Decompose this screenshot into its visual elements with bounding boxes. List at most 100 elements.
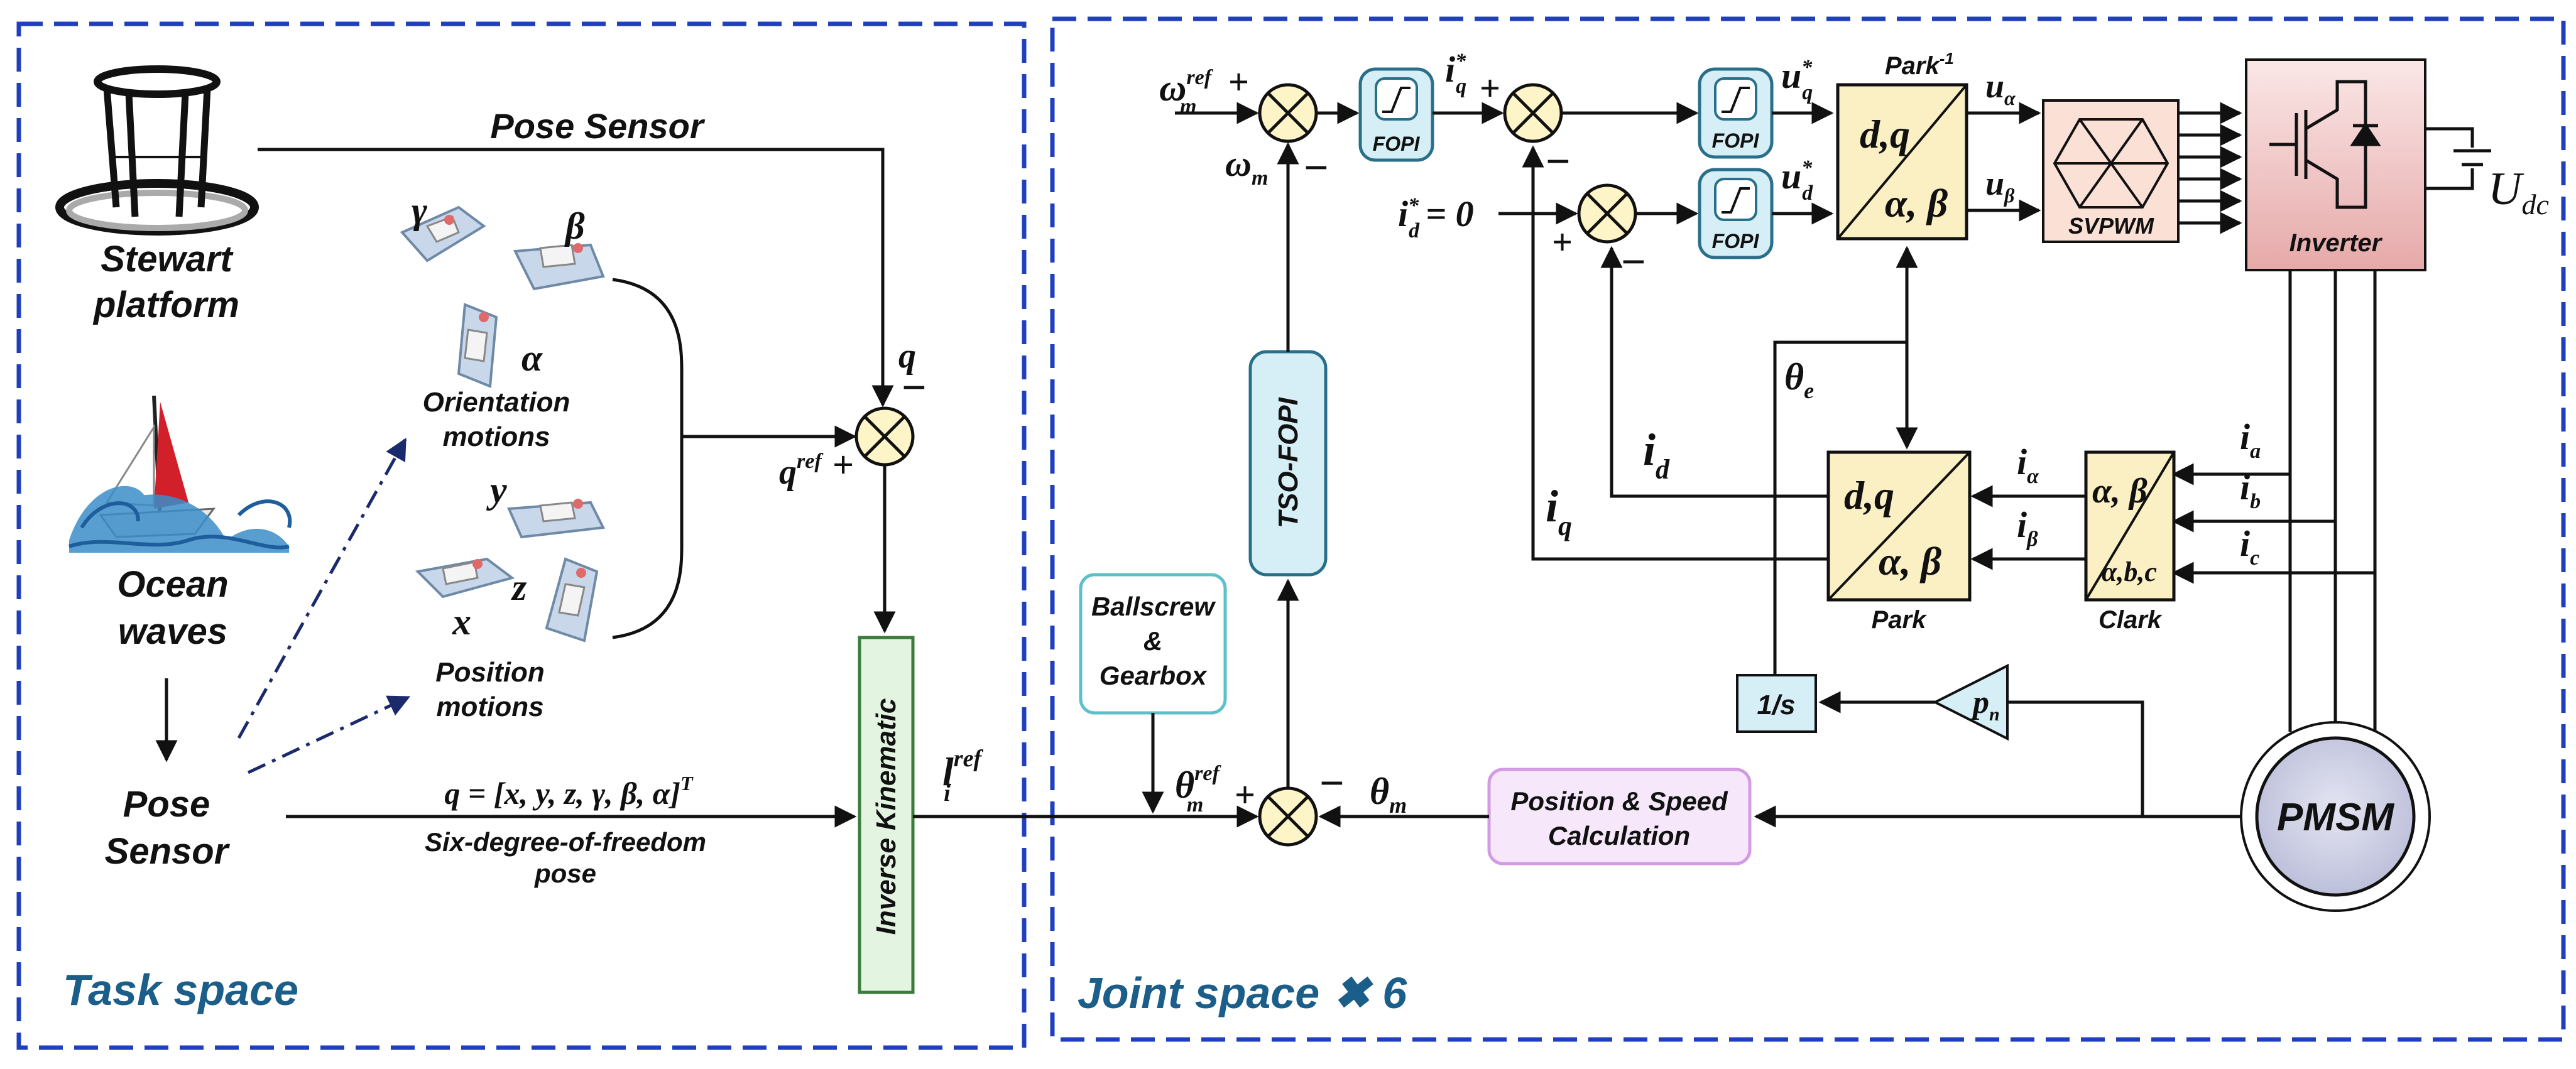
fopi-q-label: FOPI — [1712, 129, 1760, 152]
iq-summing-junction — [1503, 83, 1563, 143]
i-alpha-label: iα — [2017, 442, 2039, 488]
position-summing-junction — [1258, 786, 1318, 847]
dc-source-icon — [2425, 127, 2491, 190]
motor-to-pn — [2007, 700, 2144, 817]
ballscrew-label-3: Gearbox — [1100, 661, 1208, 690]
iq-sum-minus: − — [1546, 138, 1571, 186]
joint-space-border — [1050, 16, 2566, 1042]
ic-label: ic — [2240, 523, 2259, 570]
ib-label: ib — [2240, 467, 2261, 513]
park-ab: α, β — [1879, 539, 1941, 583]
udc-label: Udc — [2488, 163, 2549, 220]
ocean-waves-icon — [68, 395, 292, 553]
u-alpha-label: uα — [1985, 67, 2016, 109]
fopi-d-label: FOPI — [1712, 230, 1760, 252]
id-feedback-line — [1600, 246, 1828, 498]
park-inverse-dq: d,q — [1860, 112, 1910, 156]
id-sum-plus: + — [1552, 222, 1573, 263]
pn-gain-block — [1932, 663, 2009, 741]
park-inverse-ab: α, β — [1885, 181, 1948, 225]
theta-e-feed — [1773, 340, 1907, 700]
ocean-label-1: Ocean — [117, 564, 228, 605]
task-summing-junction — [854, 406, 915, 467]
q-label: q — [898, 337, 916, 376]
iq-star-label: i*q — [1445, 49, 1466, 98]
alpha-label: α — [521, 337, 543, 379]
task-space-border — [16, 21, 1027, 1050]
dashdot-arrow-orientation — [237, 437, 407, 739]
clark-abc: α,b,c — [2102, 556, 2157, 587]
omega-m-label: ωm — [1225, 143, 1268, 190]
clark-ab: α, β — [2092, 472, 2148, 511]
uq-star-label: u*q — [1781, 55, 1813, 104]
pn-label: pn — [1970, 685, 2000, 725]
park-title: Park — [1872, 606, 1927, 634]
y-label: y — [486, 469, 507, 511]
x-label: x — [452, 601, 471, 643]
theta-ref-plus: + — [1235, 774, 1255, 815]
svpwm-hexagon-icon — [2053, 118, 2169, 209]
ship-icon-alpha — [457, 303, 498, 388]
u-beta-label: uβ — [1985, 165, 2015, 207]
beta-label: β — [564, 205, 585, 247]
park-dq: d,q — [1844, 473, 1894, 518]
fopi-speed-block — [1358, 67, 1434, 162]
speed-summing-junction — [1258, 83, 1318, 143]
pmsm-label: PMSM — [2277, 796, 2394, 839]
stewart-platform-icon — [55, 65, 259, 236]
svpwm-block — [2042, 99, 2180, 243]
fopi-speed-label: FOPI — [1373, 133, 1421, 155]
integrator-block — [1736, 674, 1817, 733]
inverse-kinematic-block — [858, 636, 915, 994]
inverse-kinematic-label: Inverse Kinematic — [871, 698, 902, 935]
stewart-label-1: Stewart — [101, 239, 234, 279]
ship-icon-gamma — [400, 205, 486, 263]
theta-m-label: θm — [1370, 771, 1407, 818]
pose-desc-2: pose — [534, 859, 596, 888]
orientation-label-2: motions — [442, 421, 550, 452]
igbt-icon — [2269, 80, 2381, 209]
integrator-label: 1/s — [1757, 690, 1795, 720]
orientation-label-1: Orientation — [423, 387, 570, 418]
clark-title: Clark — [2098, 606, 2163, 634]
z-label: z — [511, 567, 527, 608]
tso-fopi-label: TSO-FOPI — [1273, 397, 1304, 528]
dashdot-arrow-position — [247, 695, 411, 774]
pos-speed-label-2: Calculation — [1548, 821, 1690, 850]
pose-equation: q = [x, y, z, γ, β, α]T — [444, 772, 694, 811]
park-diagonal — [1827, 451, 1971, 601]
pose-desc-1: Six-degree-of-freedom — [425, 827, 706, 857]
ballscrew-label-2: & — [1143, 626, 1162, 656]
ud-star-label: u*d — [1781, 156, 1813, 205]
id-sum-minus: − — [1621, 238, 1646, 286]
qref-label: qref — [779, 450, 824, 492]
theta-m-minus: − — [1319, 759, 1345, 808]
id-label: id — [1643, 425, 1670, 485]
omega-ref-plus: + — [1228, 62, 1249, 102]
park-inverse-diagonal — [1836, 84, 1968, 240]
pose-sensor-top-label: Pose Sensor — [490, 106, 705, 146]
i-beta-label: iβ — [2017, 504, 2038, 551]
gamma-label: γ — [412, 190, 427, 231]
clark-diagonal — [2085, 451, 2175, 601]
ship-icon-x — [415, 557, 515, 599]
ia-label: ia — [2240, 416, 2261, 463]
qref-plus: + — [832, 444, 854, 486]
iq-label: iq — [1546, 481, 1572, 541]
id-star-label: i*d= 0 — [1398, 193, 1474, 242]
inverter-label: Inverter — [2289, 229, 2383, 257]
q-minus: − — [902, 364, 927, 412]
pose-sensor-label-1: Pose — [123, 784, 210, 825]
pos-speed-label-1: Position & Speed — [1510, 786, 1728, 816]
iq-sum-plus: + — [1480, 68, 1500, 109]
theta-e-label: θe — [1784, 356, 1814, 403]
gate-signal-lines — [2178, 102, 2242, 234]
park-inverse-title: Park-1 — [1885, 49, 1954, 80]
ship-icon-y — [507, 499, 606, 539]
fopi-q-block — [1698, 67, 1774, 159]
